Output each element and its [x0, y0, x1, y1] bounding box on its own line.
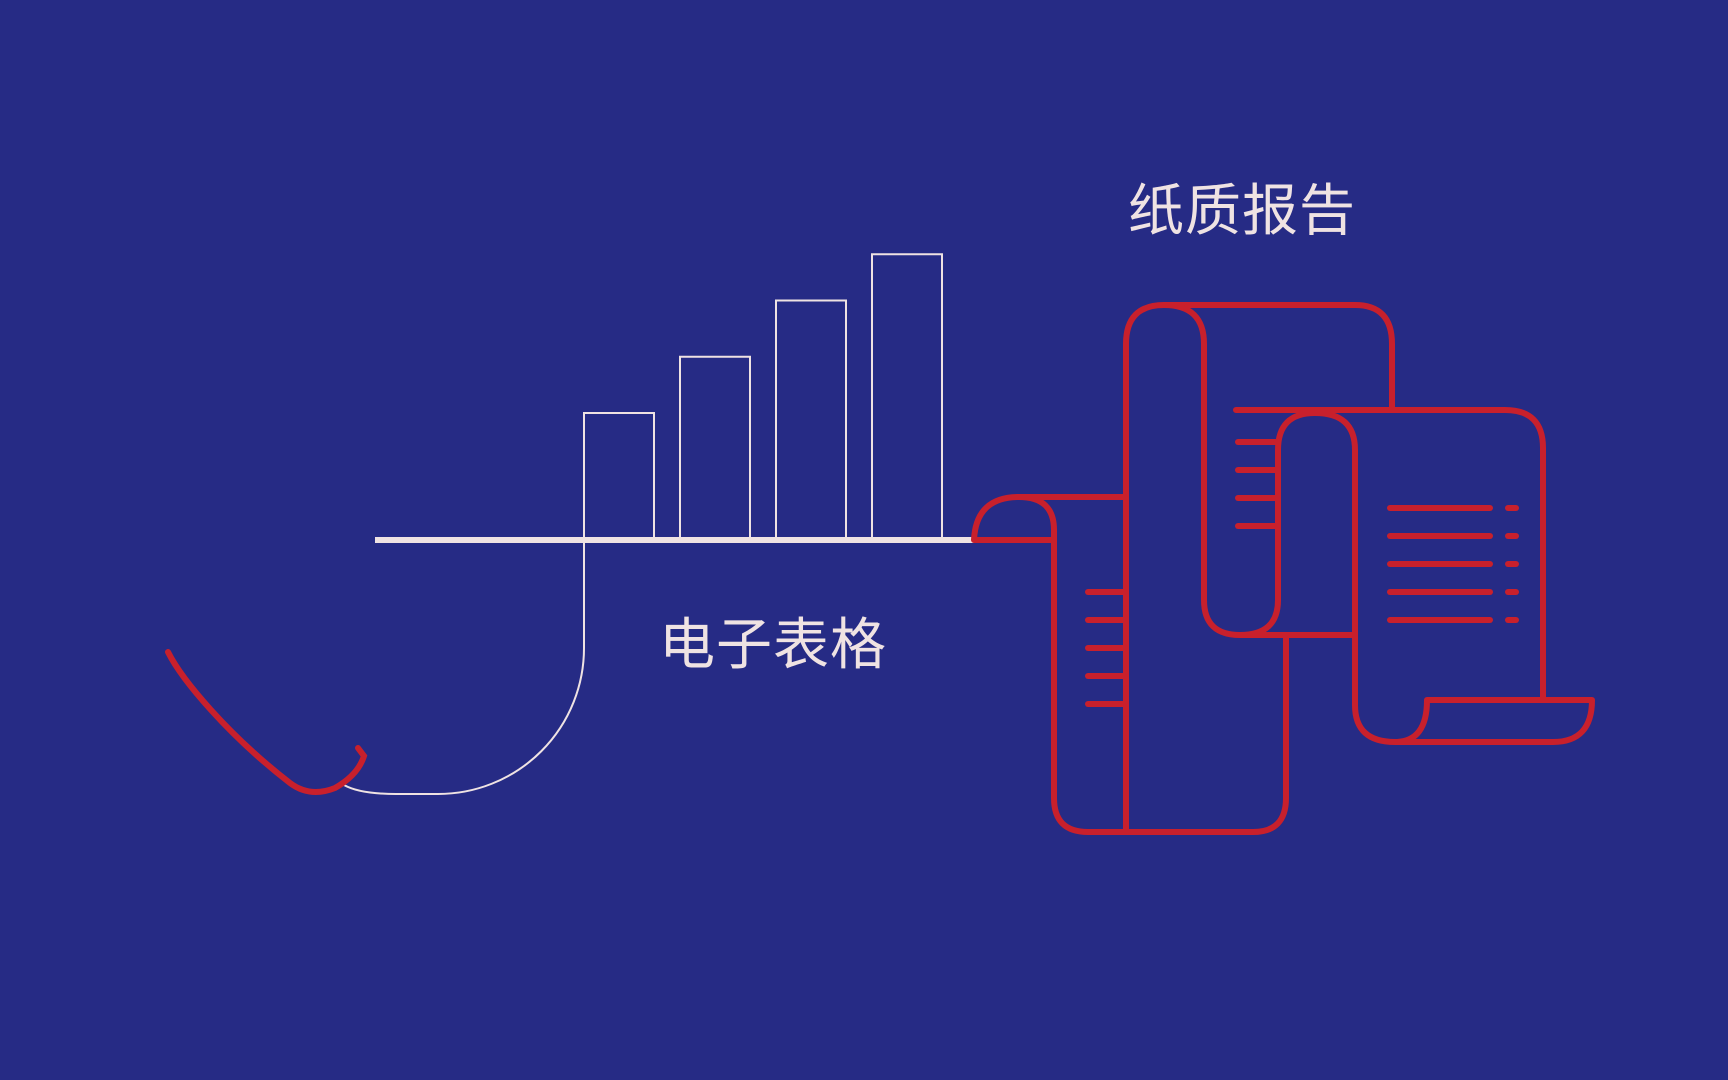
connector-curve [343, 540, 585, 795]
scroll-right-bottom [1352, 632, 1595, 745]
scroll-middle-sheet [1123, 302, 1395, 500]
scroll-middle-curl [1161, 302, 1358, 638]
scroll-strip-left [1016, 494, 1289, 835]
scroll-left-lines [1085, 589, 1129, 707]
spreadsheet-label: 电子表格 [659, 613, 887, 678]
bar-4 [871, 253, 943, 539]
bar-3 [775, 299, 847, 539]
scroll-right-sheet [1233, 407, 1546, 703]
paper-report-label: 纸质报告 [1128, 179, 1356, 244]
red-hook [165, 649, 368, 795]
scroll-left-curl [971, 494, 1057, 543]
bar-2 [679, 355, 751, 539]
bar-chart-outline-icon [583, 253, 943, 539]
paper-report-scroll-icon [971, 302, 1595, 835]
scroll-middle-lines [1235, 439, 1281, 529]
bar-1 [583, 412, 655, 539]
scroll-right-lines [1387, 505, 1519, 623]
